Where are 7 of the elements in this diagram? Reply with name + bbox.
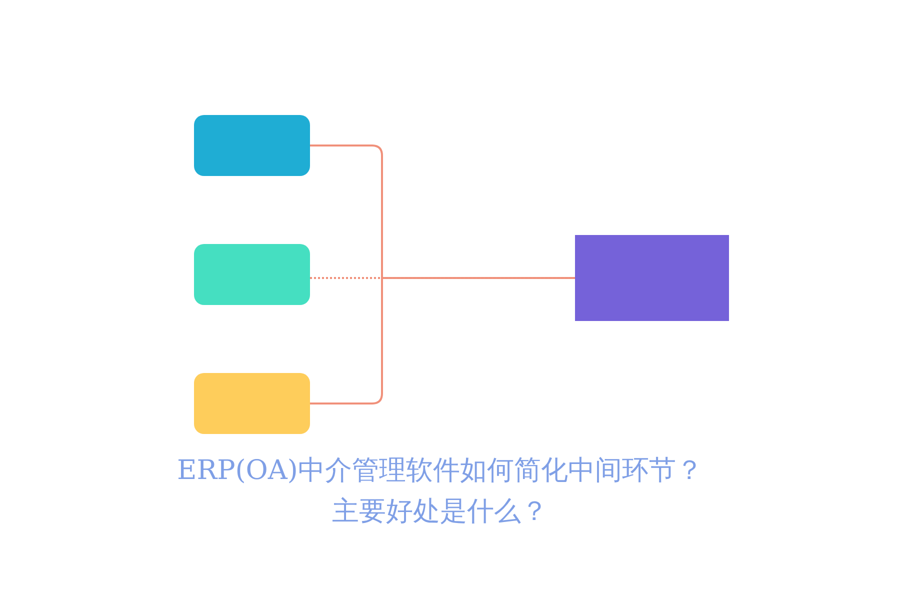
connector-line xyxy=(310,277,575,404)
colored-box xyxy=(194,244,310,305)
colored-box xyxy=(194,115,310,176)
connector-line xyxy=(310,277,575,279)
title: ERP(OA)中介管理软件如何简化中间环节？主要好处是什么？ xyxy=(176,454,704,529)
colored-box xyxy=(194,373,310,434)
colored-box xyxy=(575,235,729,321)
